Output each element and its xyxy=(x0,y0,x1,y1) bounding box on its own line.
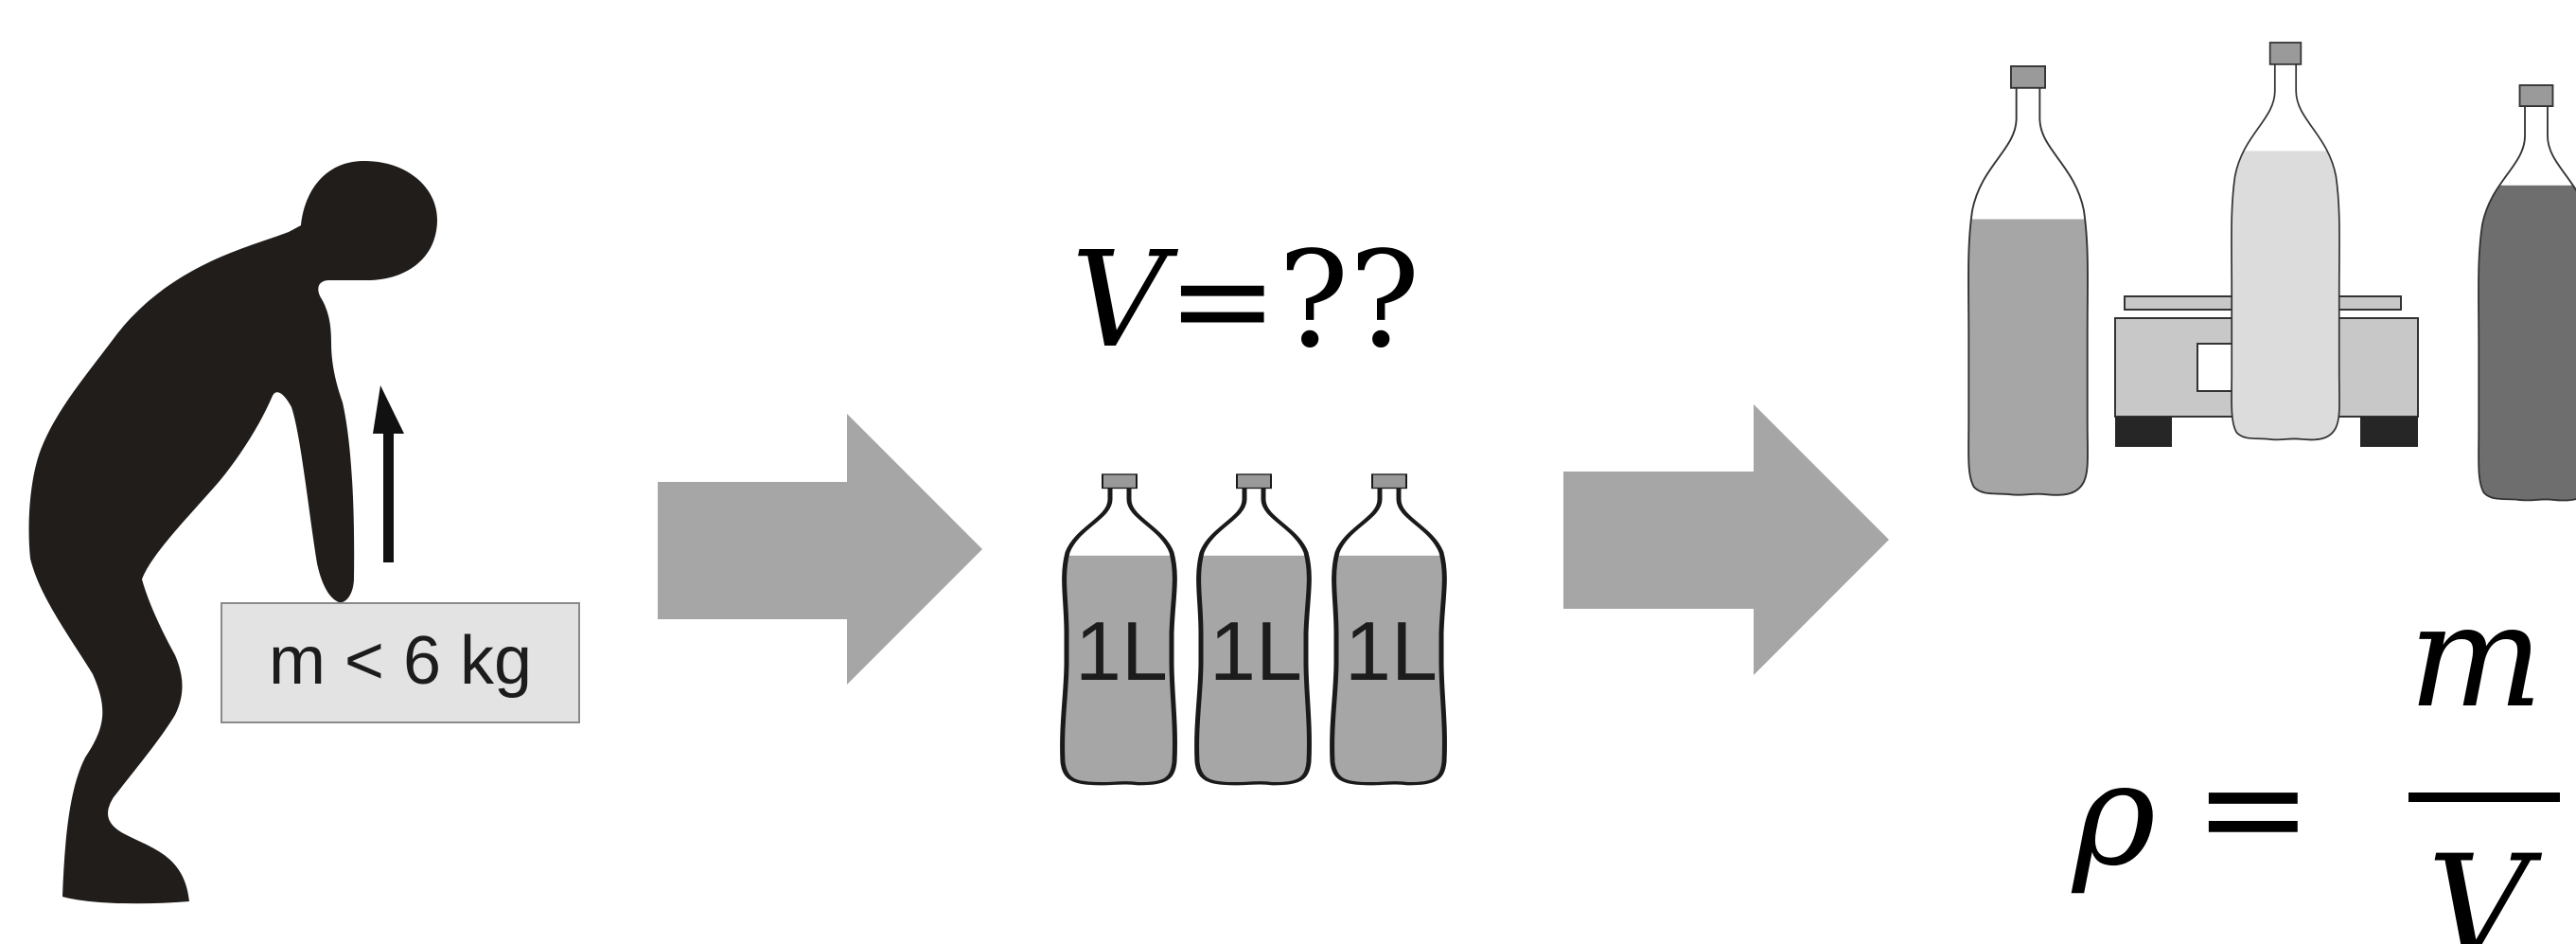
bottle-icon xyxy=(2478,84,2576,502)
person-lifting-icon xyxy=(28,161,438,904)
weight-limit-label: m < 6 kg xyxy=(269,623,532,699)
svg-text:V=??: V=?? xyxy=(1071,223,1420,378)
volume-symbol: V xyxy=(1071,223,1179,378)
bottle-icon xyxy=(1053,473,1186,806)
volume-question: V=?? xyxy=(1071,223,1420,378)
block-arrow-right-icon xyxy=(658,414,982,685)
weight-limit-box: m < 6 kg xyxy=(221,602,580,723)
volume-question-rest: =?? xyxy=(1167,223,1420,378)
bottle-volume-label: 1L xyxy=(1075,604,1168,698)
density-symbol: ρ xyxy=(2071,733,2156,898)
bottle-icon xyxy=(2231,42,2340,441)
density-formula: ρ = m V xyxy=(2071,575,2560,944)
block-arrow-right-icon xyxy=(1563,404,1889,675)
fraction-bar xyxy=(2408,793,2560,802)
bottle-row: 1L 1L 1L xyxy=(1053,473,1456,806)
equals-sign: = xyxy=(2194,726,2313,891)
bottle-icon xyxy=(1323,473,1456,806)
formula-denominator: V xyxy=(2427,826,2543,944)
formula-numerator: m xyxy=(2408,575,2543,739)
bottle-icon xyxy=(1188,473,1320,806)
bottle-icon xyxy=(1967,65,2089,496)
bottle-volume-label: 1L xyxy=(1209,604,1302,698)
bottle-volume-label: 1L xyxy=(1345,604,1438,698)
